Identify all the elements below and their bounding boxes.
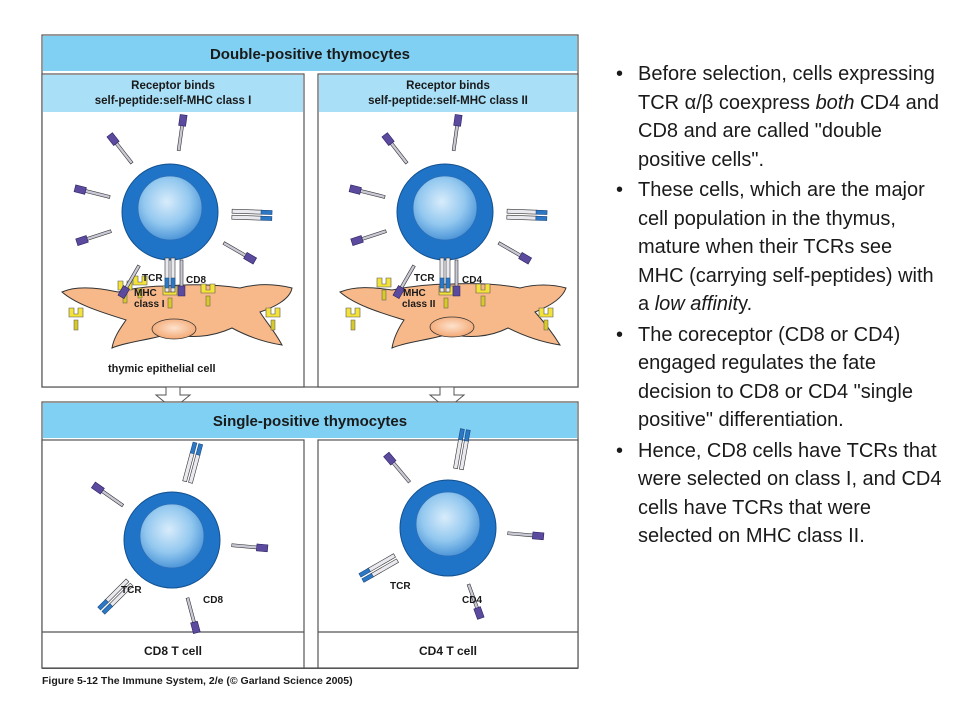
figure-caption: Figure 5-12 The Immune System, 2/e (© Ga…: [42, 675, 353, 687]
label-cd4-cd4-cell: CD4: [462, 595, 482, 606]
explanation-bullets: Before selection, cells expressing TCR α…: [612, 60, 942, 553]
label-class2: class II: [402, 299, 436, 310]
epithelial-nucleus-right: [429, 316, 475, 338]
label-tcr-right: TCR: [414, 273, 435, 284]
class1-header-line1: Receptor binds: [131, 80, 215, 92]
figure-canvas: Double-positive thymocytes Receptor bind…: [41, 34, 579, 687]
double-positive-thymocyte-right: [348, 114, 548, 299]
epithelial-cell-left: [61, 284, 293, 349]
cd4-t-cell-label: CD4 T cell: [419, 644, 477, 658]
bullet-1: Before selection, cells expressing TCR α…: [612, 60, 942, 174]
cd4-t-cell: [358, 428, 545, 620]
thymocyte-selection-figure: Double-positive thymocytes Receptor bind…: [41, 34, 579, 687]
single-positive-header-bar: [43, 403, 577, 438]
bullet-3: The coreceptor (CD8 or CD4) engaged regu…: [612, 321, 942, 435]
class2-header-line2: self-peptide:self-MHC class II: [368, 95, 528, 107]
cd8-t-cell: [91, 441, 269, 634]
label-cd8-cd8-cell: CD8: [203, 595, 223, 606]
label-mhc-right: MHC: [403, 288, 426, 299]
thymocyte-nucleus-left: [137, 175, 203, 241]
class2-header-bar: [319, 75, 577, 112]
epithelial-nucleus-left: [151, 318, 197, 340]
class1-header-line2: self-peptide:self-MHC class I: [95, 95, 252, 107]
double-positive-title: Double-positive thymocytes: [210, 46, 410, 63]
double-positive-header-bar: [43, 36, 577, 71]
label-cd4-right: CD4: [462, 275, 482, 286]
label-tcr-cd4-cell: TCR: [390, 581, 411, 592]
double-positive-thymocyte-left: [73, 114, 273, 299]
label-tcr-left: TCR: [142, 273, 163, 284]
label-cd8-left: CD8: [186, 275, 206, 286]
label-mhc-left: MHC: [134, 288, 157, 299]
label-tcr-cd8-cell: TCR: [121, 585, 142, 596]
class2-header-line1: Receptor binds: [406, 80, 490, 92]
bullet-2: These cells, which are the major cell po…: [612, 176, 942, 319]
single-positive-title: Single-positive thymocytes: [213, 413, 407, 430]
label-class1: class I: [134, 299, 165, 310]
bullet-4: Hence, CD8 cells have TCRs that were sel…: [612, 437, 942, 551]
label-thymic-epithelial-cell: thymic epithelial cell: [108, 363, 216, 375]
thymocyte-nucleus-right: [412, 175, 478, 241]
class1-header-bar: [43, 75, 303, 112]
cd8-t-cell-label: CD8 T cell: [144, 644, 202, 658]
